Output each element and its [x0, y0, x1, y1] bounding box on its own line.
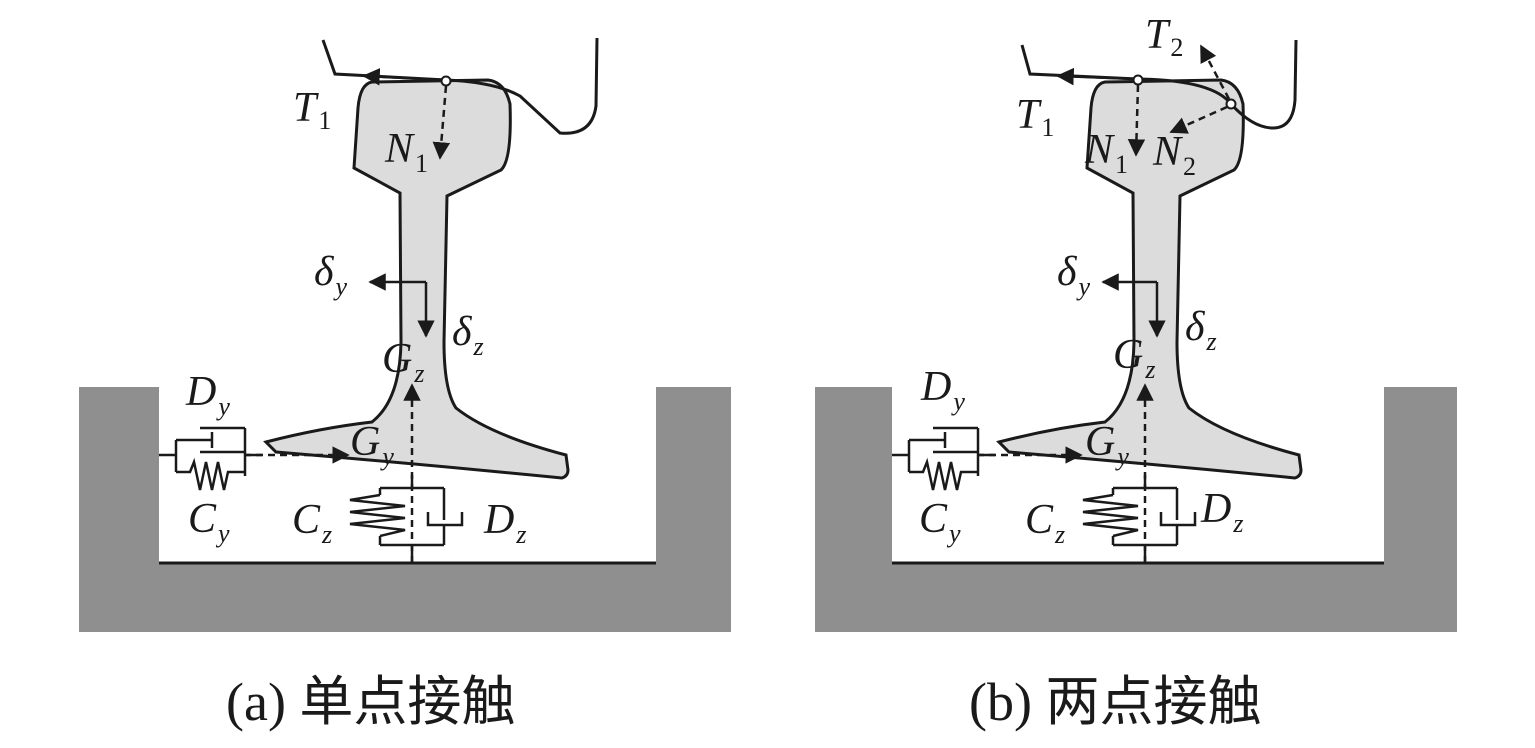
label-Gy: Gy	[1085, 419, 1129, 471]
label-Dy: Dy	[185, 369, 230, 421]
label-Dy: Dy	[920, 364, 965, 416]
label-delta-y: δy	[314, 249, 348, 301]
wheel-profile	[321, 37, 599, 135]
label-Cz: Cz	[1025, 497, 1065, 549]
lateral-spring-damper	[892, 426, 995, 491]
label-Gy: Gy	[350, 419, 394, 471]
label-N1: N1	[384, 126, 428, 178]
rail-profile	[263, 78, 570, 480]
ground-channel	[79, 387, 731, 632]
ground-channel	[815, 387, 1457, 632]
label-Dz: Dz	[1200, 486, 1243, 538]
caption-a: (a) 单点接触	[226, 672, 515, 732]
label-N1: N1	[1084, 127, 1128, 179]
label-delta-z: δz	[1185, 304, 1217, 356]
lateral-spring-damper	[159, 426, 262, 491]
contact-point-1	[1132, 74, 1144, 86]
label-Gz: Gz	[382, 336, 424, 388]
label-Dz: Dz	[483, 497, 526, 549]
panel-a: T1 N1 δy δz Gz Gy Dy Cy Cz Dz (a) 单点接触	[79, 37, 731, 732]
label-delta-y: δy	[1057, 249, 1091, 301]
vertical-spring-damper	[1082, 475, 1197, 563]
vertical-spring-damper	[349, 475, 464, 563]
label-Cy: Cy	[919, 496, 961, 548]
label-Cy: Cy	[188, 496, 230, 548]
contact-point	[440, 75, 452, 87]
label-N2: N2	[1152, 129, 1196, 181]
contact-point-2	[1225, 98, 1237, 110]
label-delta-z: δz	[452, 309, 484, 361]
label-Gz: Gz	[1113, 332, 1155, 384]
panel-b: T1 T2 N1 N2 δy δz Gz Gy Dy Cy Cz Dz (b) …	[815, 12, 1457, 732]
label-T2: T2	[1145, 12, 1183, 62]
label-T1: T1	[293, 85, 331, 135]
wheel-profile	[1020, 39, 1298, 130]
label-Cz: Cz	[292, 497, 332, 549]
caption-b: (b) 两点接触	[969, 672, 1261, 732]
label-T1: T1	[1016, 92, 1054, 142]
rail-profile	[996, 78, 1303, 480]
